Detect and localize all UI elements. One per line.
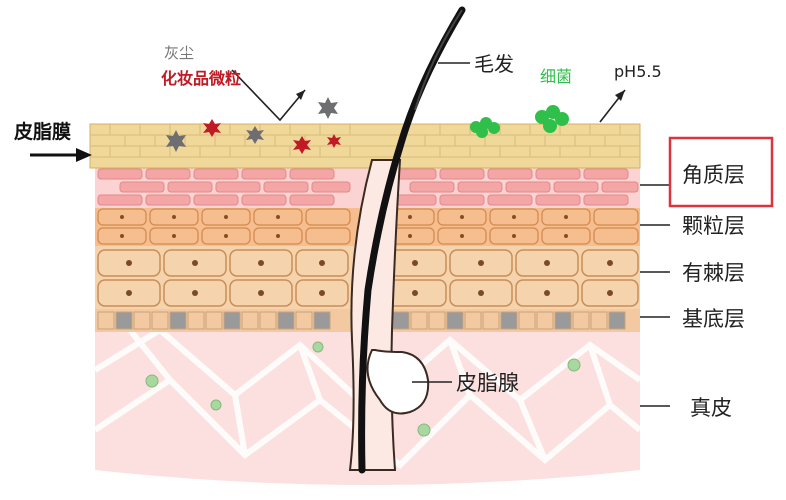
dermis-label: 真皮 (690, 396, 732, 420)
sebaceous-gland-label: 皮脂腺 (456, 371, 519, 395)
cosmetic-particles (203, 119, 341, 154)
bacteria-cluster (470, 117, 500, 138)
dust-particle (166, 130, 186, 152)
dermis-dot (417, 423, 431, 437)
dermis-dot (145, 374, 159, 388)
granular-label: 颗粒层 (682, 214, 745, 238)
cosmetic-particle (327, 134, 341, 148)
hair-strand (358, 6, 466, 474)
arrowhead (296, 90, 305, 100)
dust-particle (246, 126, 264, 144)
spinous-label: 有棘层 (682, 261, 745, 285)
cosmetic-particle (293, 136, 311, 154)
ph-label: pH5.5 (614, 62, 662, 81)
dermis-dot (210, 399, 222, 411)
dust-particles (166, 97, 338, 152)
hair-label: 毛发 (474, 52, 514, 76)
dermis-dot (312, 341, 324, 353)
bacteria-label: 细菌 (540, 67, 572, 86)
leader-lines (231, 62, 670, 407)
dust-label: 灰尘 (164, 44, 194, 62)
cosmetic-arrow (231, 69, 306, 122)
sebum-film-arrow (30, 148, 92, 162)
arrowhead (615, 90, 625, 101)
bacteria-clusters (470, 105, 569, 138)
sebum-film-label: 皮脂膜 (14, 120, 71, 143)
sebaceous-gland (366, 349, 430, 415)
cosmetic-particle (203, 119, 221, 137)
bacteria-cluster (535, 105, 569, 133)
dermis-dot (567, 358, 581, 372)
cosmetic-label: 化妆品微粒 (161, 69, 241, 88)
arrowheads (296, 90, 625, 101)
stratum-corneum-label: 角质层 (682, 163, 745, 187)
basal-label: 基底层 (682, 307, 745, 331)
dust-particle (318, 97, 338, 119)
highlight-box (668, 136, 774, 208)
